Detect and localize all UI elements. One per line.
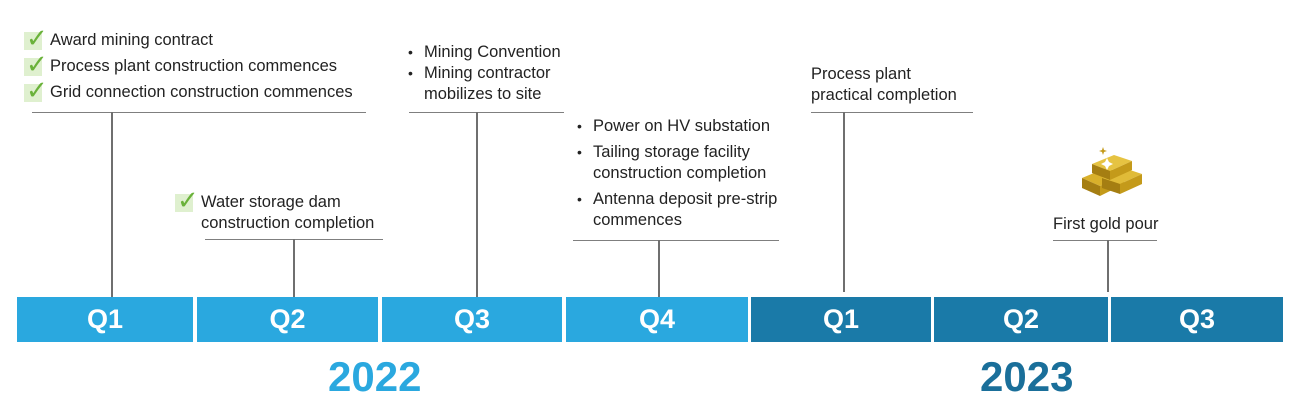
milestone-grid-connection-construction: ✓ Grid connection construction commences bbox=[24, 75, 353, 105]
check-icon: ✓ bbox=[24, 75, 48, 105]
annotation-underline-q3-2022 bbox=[409, 112, 564, 113]
annotation-q3-2022: Mining Convention Mining contractor mobi… bbox=[408, 42, 561, 105]
connector-q2-2023 bbox=[1107, 240, 1109, 292]
quarter-q3-2023: Q3 bbox=[1111, 297, 1283, 342]
connector-q1-2023 bbox=[843, 112, 845, 292]
connector-q3-2022 bbox=[476, 112, 478, 297]
annotation-underline-q4-2022 bbox=[573, 240, 779, 241]
annotation-q4-2022: Power on HV substation Tailing storage f… bbox=[577, 116, 777, 231]
milestone-mining-convention: Mining Convention bbox=[408, 42, 561, 63]
milestone-water-storage-dam: ✓ Water storage dam construction complet… bbox=[175, 185, 375, 232]
annotation-underline-q2-2023 bbox=[1053, 240, 1157, 241]
check-icon: ✓ bbox=[175, 185, 199, 215]
milestone-mining-contractor-mobilizes: Mining contractor mobilizes to site bbox=[408, 63, 561, 105]
annotation-underline-q1-2023 bbox=[811, 112, 973, 113]
milestone-power-on-hv-substation: Power on HV substation bbox=[577, 116, 777, 137]
annotation-q1-2022: ✓ Award mining contract ✓ Process plant … bbox=[24, 23, 353, 108]
annotation-q2-2022: ✓ Water storage dam construction complet… bbox=[175, 185, 375, 234]
timeline-bar: Q1 Q2 Q3 Q4 Q1 Q2 Q3 bbox=[17, 297, 1283, 342]
milestone-tailing-storage-facility: Tailing storage facility construction co… bbox=[577, 142, 777, 184]
quarter-q1-2023: Q1 bbox=[751, 297, 931, 342]
gold-bars-icon bbox=[1082, 147, 1142, 196]
connector-q4-2022 bbox=[658, 240, 660, 297]
annotation-underline-q1-2022 bbox=[32, 112, 366, 113]
quarter-q4-2022: Q4 bbox=[566, 297, 748, 342]
year-label-2023: 2023 bbox=[980, 353, 1074, 400]
milestone-process-plant-construction: ✓ Process plant construction commences bbox=[24, 49, 338, 79]
connector-q1-2022 bbox=[111, 112, 113, 297]
quarter-q3-2022: Q3 bbox=[382, 297, 562, 342]
check-icon: ✓ bbox=[24, 23, 48, 53]
milestone-antenna-deposit-pre-strip: Antenna deposit pre-strip commences bbox=[577, 189, 777, 231]
quarter-q1-2022: Q1 bbox=[17, 297, 193, 342]
connector-q2-2022 bbox=[293, 239, 295, 297]
quarter-q2-2022: Q2 bbox=[197, 297, 378, 342]
annotation-q1-2023: Process plant practical completion bbox=[811, 65, 957, 104]
quarter-q2-2023: Q2 bbox=[934, 297, 1108, 342]
milestone-award-mining-contract: ✓ Award mining contract bbox=[24, 23, 213, 53]
annotation-q2-2023: First gold pour bbox=[1053, 215, 1159, 233]
check-icon: ✓ bbox=[24, 49, 48, 79]
year-label-2022: 2022 bbox=[328, 353, 422, 400]
